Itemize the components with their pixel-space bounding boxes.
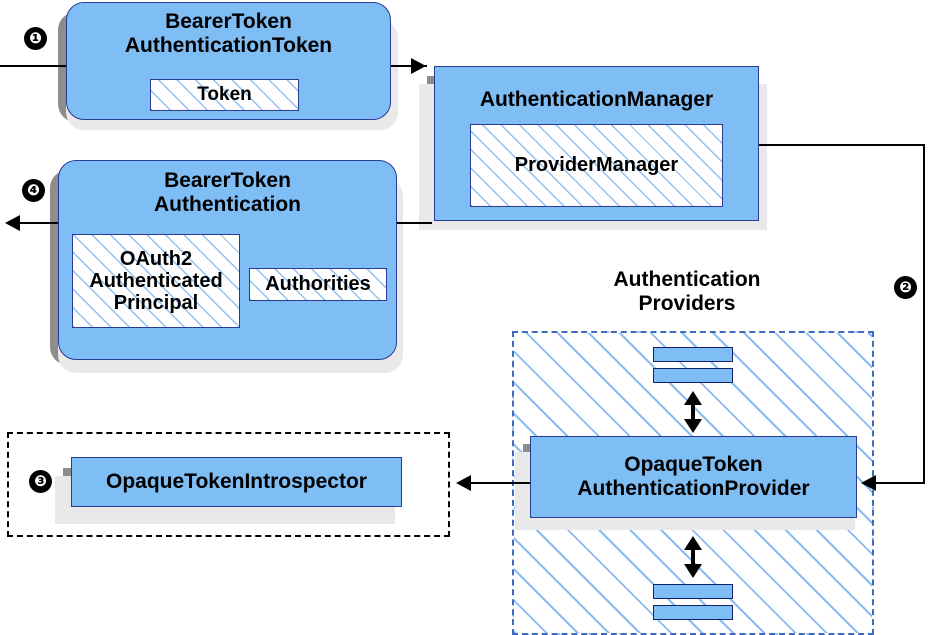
arrow-into-introspector bbox=[456, 475, 471, 491]
connector-provider-to-introspector bbox=[470, 482, 530, 484]
inner-token-label: Token bbox=[197, 84, 252, 105]
bearer-token-authentication-token-title-line2: AuthenticationToken bbox=[124, 33, 333, 57]
provider-stack-bar-bottom-2 bbox=[653, 605, 733, 620]
opaque-token-provider-title-line1: OpaqueToken bbox=[624, 453, 763, 477]
inner-provider-manager-label: ProviderManager bbox=[514, 154, 679, 176]
arrow-token-to-manager bbox=[411, 58, 426, 74]
connector-authentication-out bbox=[18, 222, 60, 224]
connector-token-to-manager bbox=[389, 65, 427, 67]
bearer-token-authentication-title-line1: BearerToken bbox=[164, 169, 291, 192]
introspector-container bbox=[7, 432, 450, 537]
provider-link-bottom bbox=[691, 540, 695, 575]
connector-incoming-request bbox=[0, 65, 70, 67]
badge-step-4-label: ❹ bbox=[27, 181, 40, 199]
badge-step-1-label: ❶ bbox=[29, 29, 42, 47]
arrow-into-opaque-token-provider bbox=[861, 475, 876, 491]
connector-manager-to-provider-vertical bbox=[923, 144, 925, 484]
node-opaque-token-authentication-provider[interactable]: OpaqueToken AuthenticationProvider bbox=[530, 436, 857, 518]
inner-token[interactable]: Token bbox=[150, 79, 299, 111]
principal-line3: Principal bbox=[113, 292, 199, 314]
inner-oauth2-authenticated-principal[interactable]: OAuth2 Authenticated Principal bbox=[72, 234, 240, 328]
connector-manager-to-provider-bottom bbox=[873, 482, 925, 484]
principal-line1: OAuth2 bbox=[119, 248, 193, 270]
principal-line2: Authenticated bbox=[89, 270, 223, 292]
bearer-token-authentication-token-title-line1: BearerToken bbox=[165, 10, 292, 33]
authentication-manager-title: AuthenticationManager bbox=[479, 88, 714, 111]
provider-stack-bar-top-2 bbox=[653, 368, 733, 383]
connector-manager-to-authentication bbox=[396, 222, 432, 224]
arrow-provider-link-top-up bbox=[684, 391, 702, 405]
arrow-provider-link-top-down bbox=[684, 419, 702, 433]
opaque-token-introspector-label: OpaqueTokenIntrospector bbox=[106, 470, 367, 493]
authentication-providers-caption: Authentication Providers bbox=[562, 268, 812, 317]
provider-link-top bbox=[691, 395, 695, 430]
bearer-token-authentication-title-line2: Authentication bbox=[154, 192, 301, 216]
provider-stack-bar-bottom-1 bbox=[653, 584, 733, 599]
badge-step-3-label: ❸ bbox=[34, 472, 47, 490]
node-opaque-token-introspector[interactable]: OpaqueTokenIntrospector bbox=[71, 457, 402, 507]
badge-step-2-label: ❷ bbox=[899, 278, 912, 296]
arrow-provider-link-bottom-down bbox=[684, 564, 702, 578]
badge-step-2: ❷ bbox=[894, 276, 917, 299]
badge-step-3: ❸ bbox=[29, 470, 52, 493]
inner-authorities-label: Authorities bbox=[265, 273, 371, 295]
authentication-providers-caption-line2: Providers bbox=[638, 292, 736, 316]
arrow-provider-link-bottom-up bbox=[684, 536, 702, 550]
connector-manager-to-provider-top bbox=[758, 144, 925, 146]
inner-authorities[interactable]: Authorities bbox=[249, 268, 387, 301]
provider-stack-bar-top-1 bbox=[653, 347, 733, 362]
opaque-token-provider-title-line2: AuthenticationProvider bbox=[577, 477, 810, 500]
arrow-authentication-out bbox=[5, 215, 20, 231]
badge-step-1: ❶ bbox=[24, 27, 47, 50]
inner-provider-manager[interactable]: ProviderManager bbox=[470, 124, 723, 207]
badge-step-4: ❹ bbox=[22, 179, 45, 202]
authentication-providers-caption-line1: Authentication bbox=[613, 268, 761, 291]
